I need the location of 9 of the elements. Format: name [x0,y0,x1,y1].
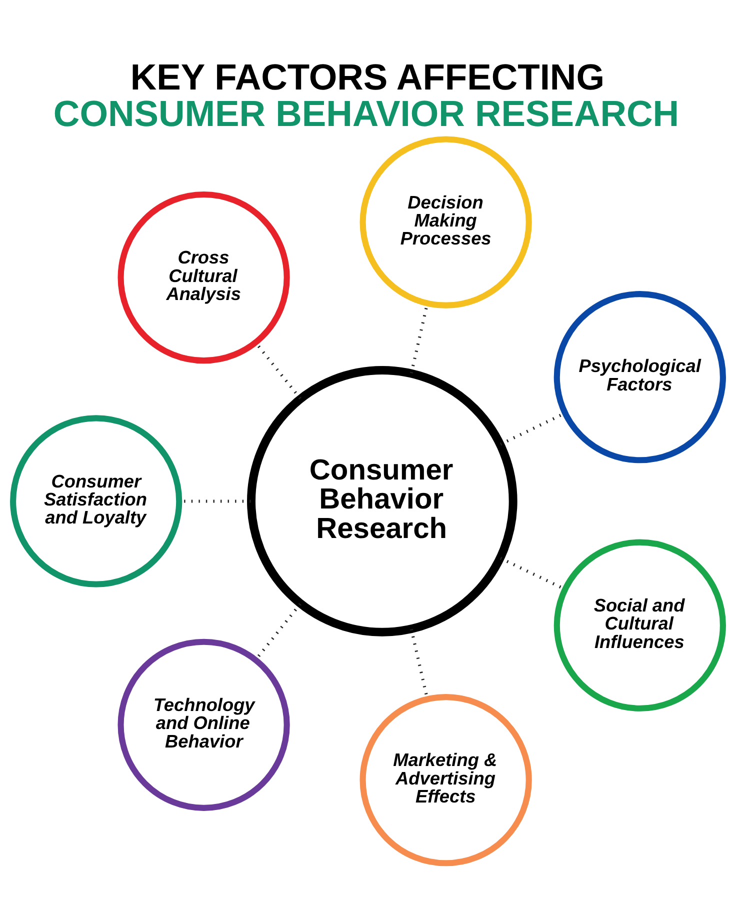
node-circle: Marketing & Advertising Effects [360,694,532,866]
node-circle: Consumer Behavior Research [247,366,518,636]
node-circle: Decision Making Processes [360,136,532,308]
node-circle: Consumer Satisfaction and Loyalty [10,415,182,588]
node-circle: Technology and Online Behavior [118,638,290,811]
node-circle: Cross Cultural Analysis [118,191,290,364]
diagram-title: KEY FACTORS AFFECTING CONSUMER BEHAVIOR RESEARCH [53,56,680,134]
node-circle: Psychological Factors [554,291,726,464]
node-circle: Social and Cultural Influences [554,539,726,712]
